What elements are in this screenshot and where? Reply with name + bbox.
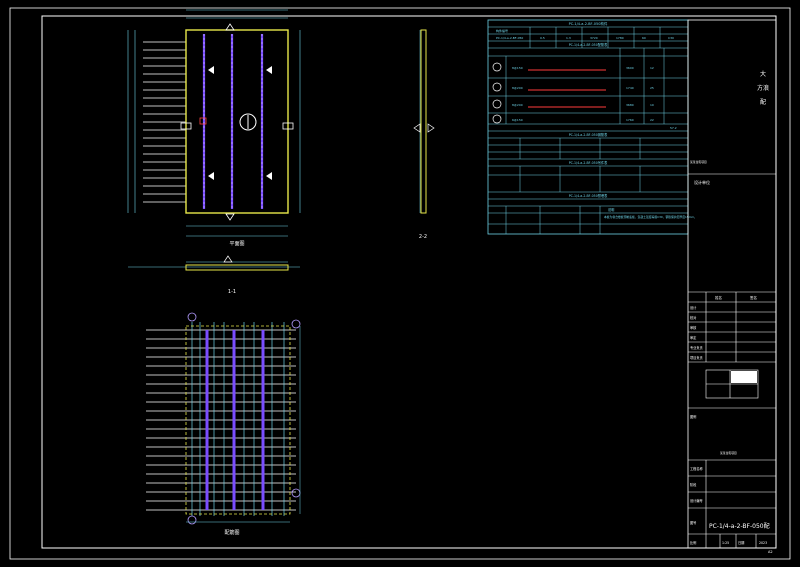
- rebar-vertical-bars: [191, 322, 285, 516]
- rebar-len-2: 1740: [626, 86, 634, 90]
- lift-point-icons: [208, 66, 272, 180]
- axis-marker-top-left: [187, 312, 197, 322]
- scale-value: 1:25: [722, 541, 729, 545]
- table-title-5: PC-1/4-a-2-BF-050预埋表: [569, 193, 608, 198]
- section-1-1[interactable]: 1-1: [128, 255, 300, 295]
- date-value: 2023: [759, 541, 767, 545]
- header-cell-0: 构件编号: [496, 28, 508, 33]
- rebar-qty-1: 12: [650, 66, 654, 70]
- sig-row-project: 项目负责: [690, 355, 703, 360]
- row-top-cell-5: 60: [642, 36, 646, 40]
- rebar-spec-2: 8@200: [512, 86, 523, 90]
- rebar-len-4: 1760: [626, 118, 634, 122]
- title-block[interactable]: 大 方浪 配 某某住宅项目 设计单位 姓名 签名 设计 校对 审核 审定 专业负…: [687, 19, 777, 554]
- sig-header-sign: 签名: [750, 295, 757, 300]
- rebar-plan-label: 配筋图: [224, 529, 239, 536]
- axis-marker-right-bottom: [291, 488, 301, 498]
- rebar-spec-1: 8@150: [512, 66, 523, 70]
- truss-bars: [202, 34, 264, 209]
- design-no-label: 设计编号: [690, 498, 703, 503]
- company-label: 设计单位: [694, 179, 710, 185]
- table-title-1: PC-1/4-a-2-BF-050构件: [569, 21, 608, 26]
- title-char-3: 配: [760, 99, 766, 106]
- axis-marker-bottom-left: [187, 515, 197, 525]
- title-char-2: 方浪: [757, 84, 769, 92]
- sig-row-check: 校对: [690, 315, 697, 320]
- section-2-2-label: 2-2: [419, 234, 427, 240]
- sig-row-approve: 审定: [690, 335, 697, 340]
- rebar-truss-bars: [205, 330, 265, 510]
- rebar-len-1: 3600: [626, 66, 634, 70]
- section-2-2[interactable]: 2-2: [413, 29, 435, 240]
- table-title-2: PC-1/4-a-2-BF-050配筋表: [569, 42, 608, 47]
- rebar-spec-4: 6@150: [512, 118, 523, 122]
- row-top-cell-1: 0.5: [540, 36, 545, 40]
- project-small-text: 某某住宅项目: [690, 160, 707, 164]
- rebar-qty-4: 22: [650, 118, 654, 122]
- schedule-table[interactable]: PC-1/4-a-2-BF-050构件 PC-1/4-a-2-BF-050配筋表…: [487, 19, 697, 235]
- note-label: 说明: [608, 207, 614, 212]
- rebar-plan-view[interactable]: 配筋图: [146, 312, 301, 536]
- row-top-cell-0: PC-1/4-a-2-BF-050: [496, 36, 523, 40]
- rebar-len-3: 3680: [626, 103, 634, 107]
- row-top-cell-6: C30: [668, 36, 674, 40]
- axis-marker-right-top: [291, 319, 301, 329]
- table-title-4: PC-1/4-a-2-BF-050吊件表: [569, 160, 608, 165]
- sig-row-discipline: 专业负责: [690, 345, 703, 350]
- orientation-icon: [239, 113, 257, 131]
- title-char-1: 大: [760, 70, 766, 78]
- row-top-cell-4: 1780: [616, 36, 624, 40]
- stage-label: 阶段: [690, 482, 697, 487]
- drawing-no-label: 图号: [690, 520, 696, 525]
- sheet-border: [9, 7, 791, 560]
- row-top-cell-3: 3720: [590, 36, 598, 40]
- slab-outline: [185, 29, 289, 214]
- key-label: 图例: [690, 414, 696, 419]
- plan-rebar-stubs-left: [143, 41, 186, 203]
- sig-header-name: 姓名: [715, 295, 722, 300]
- sig-row-review: 审核: [690, 325, 697, 330]
- note-text: 本板为叠合楼板预制底板，混凝土强度等级C30，钢筋保护层厚度15mm。: [604, 215, 697, 219]
- rebar-horizontal-bars: [146, 329, 296, 511]
- rebar-spec-3: 8@200: [512, 103, 523, 107]
- rebar-total: 57.2: [670, 126, 677, 130]
- rebar-qty-2: 25: [650, 86, 654, 90]
- sig-row-design: 设计: [690, 305, 697, 310]
- row-top-cell-2: 1.3: [566, 36, 571, 40]
- drawing-number: PC-1/4-a-2-BF-050配: [709, 523, 770, 530]
- paper-size: A2: [768, 550, 773, 554]
- date-label: 日期: [738, 540, 744, 545]
- embed-mark: [199, 117, 207, 125]
- section-1-1-label: 1-1: [228, 289, 236, 295]
- project-label: 工程名称: [690, 466, 704, 471]
- rebar-qty-3: 10: [650, 103, 654, 107]
- plan-view-label: 平面图: [229, 241, 244, 247]
- project-name-small: 某某住宅项目: [720, 451, 737, 455]
- plan-view[interactable]: 平面图: [127, 9, 301, 247]
- scale-label: 比例: [690, 540, 696, 545]
- table-title-3: PC-1/4-a-2-BF-050钢筋表: [569, 132, 608, 137]
